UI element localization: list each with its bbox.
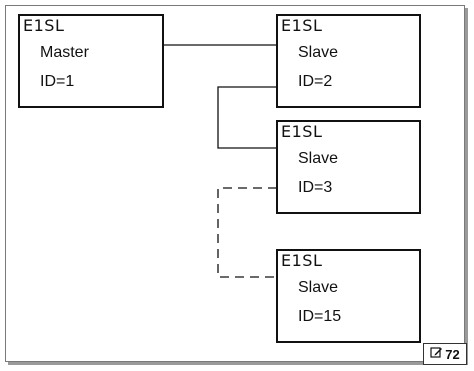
page-number: 72	[445, 346, 460, 362]
slave2-slave3-connector	[217, 86, 277, 149]
slave-title: E1SL	[281, 251, 323, 270]
edit-icon	[430, 346, 443, 362]
slave-title: E1SL	[281, 122, 323, 141]
slave-id: ID=2	[298, 73, 333, 90]
master-role: Master	[40, 44, 89, 61]
slave-id: ID=15	[298, 308, 342, 325]
master-box: E1SL Master ID=1	[18, 14, 164, 108]
slave-box-1: E1SL Slave ID=2	[276, 14, 421, 108]
slave3-slave15-connector	[217, 187, 277, 278]
master-title: E1SL	[23, 16, 65, 35]
slave-role: Slave	[298, 150, 339, 167]
slave-title: E1SL	[281, 16, 323, 35]
page-reference-badge: 72	[423, 343, 467, 365]
slave-box-3: E1SL Slave ID=15	[276, 249, 421, 343]
slave-role: Slave	[298, 44, 339, 61]
master-id: ID=1	[40, 73, 75, 90]
slave-id: ID=3	[298, 179, 333, 196]
slave-role: Slave	[298, 279, 339, 296]
slave-box-2: E1SL Slave ID=3	[276, 120, 421, 214]
